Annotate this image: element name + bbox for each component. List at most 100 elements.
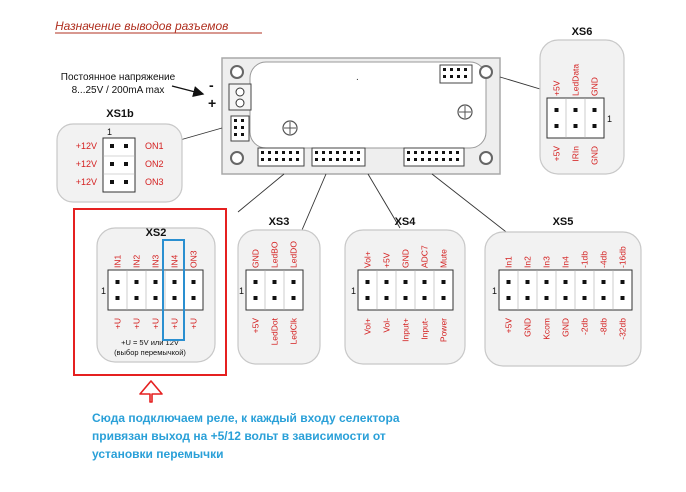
xs2-title: XS2 [146, 227, 167, 239]
xs6-bottom-label: +5V [552, 146, 562, 162]
xs5-top-label: In3 [542, 256, 552, 268]
xs5-header [498, 269, 633, 311]
xs1b-pin-one: 1 [107, 127, 112, 137]
xs5-bottom-label: -8db [599, 318, 609, 335]
xs6-pin [573, 108, 578, 112]
xs6-pin [592, 108, 597, 112]
xs5-pin [582, 296, 587, 300]
xs3-title: XS3 [269, 216, 290, 228]
xs4-pin [441, 280, 446, 284]
xs3-bottom-label: +5V [251, 318, 261, 334]
xs3-top-label: GND [251, 249, 261, 268]
xs6-top-label: +5V [552, 80, 562, 96]
xs3-header [245, 269, 304, 311]
xs1b-pin [124, 144, 128, 148]
xs3-pin [272, 296, 277, 300]
xs5-pin [544, 296, 549, 300]
xs5-pin [506, 296, 511, 300]
xs2-top-label: IN2 [132, 255, 142, 269]
xs3-top-label: LedBO [270, 241, 280, 268]
xs6-title: XS6 [572, 26, 593, 38]
xs6-pin-one: 1 [607, 114, 612, 124]
xs5-bottom-label: GND [523, 318, 533, 337]
xs1b-title: XS1b [106, 108, 134, 120]
power-label-line1: Постоянное напряжение [61, 72, 176, 83]
xs5-pin [525, 296, 530, 300]
connector-xs4: XS4Vol+Vol++5VVol-GNDInput+ADC7Input-Mut… [344, 216, 466, 365]
xs3-top-label: LedDO [289, 241, 299, 268]
xs6-top-label: GND [590, 77, 600, 96]
xs4-pin-one: 1 [351, 286, 356, 296]
board-headers [230, 64, 473, 167]
xs5-bottom-label: Kcom [542, 318, 552, 340]
xs4-top-label: Vol+ [363, 251, 373, 268]
xs4-header [357, 269, 454, 311]
in4-blue-highlight [162, 239, 185, 341]
xs3-pin-one: 1 [239, 286, 244, 296]
xs3-pin [253, 296, 258, 300]
xs2-note-line1: +U = 5V или 12V [121, 338, 179, 347]
xs3-pin [272, 280, 277, 284]
xs2-top-label: IN3 [151, 255, 161, 269]
xs1b-right-label: ON1 [145, 141, 164, 151]
xs6-header [546, 97, 605, 139]
xs4-pin [422, 280, 427, 284]
xs6-pin [592, 124, 597, 128]
main-board: . [221, 57, 501, 175]
xs1b-pin [124, 180, 128, 184]
xs1b-right-label: ON2 [145, 159, 164, 169]
xs5-pin [582, 280, 587, 284]
board-dot: . [356, 72, 359, 83]
xs4-pin [422, 296, 427, 300]
xs4-pin [384, 280, 389, 284]
xs1b-left-label: +12V [76, 159, 97, 169]
power-label-line2: 8...25V / 200mA max [72, 85, 165, 96]
xs2-red-highlight [73, 208, 227, 376]
xs6-bottom-label: GND [590, 146, 600, 165]
xs1b-pin [110, 144, 114, 148]
xs3-pin [291, 280, 296, 284]
xs4-title: XS4 [395, 216, 417, 228]
xs5-bottom-label: +5V [504, 318, 514, 334]
xs4-pin [441, 296, 446, 300]
xs5-pin [506, 280, 511, 284]
xs5-pin [601, 280, 606, 284]
xs4-top-label: Mute [439, 249, 449, 268]
xs5-top-label: In4 [561, 256, 571, 268]
xs5-pin [620, 296, 625, 300]
xs5-pin [563, 296, 568, 300]
xs2-header [107, 269, 204, 311]
xs2-bottom-label: +U [151, 318, 161, 329]
xs5-pin [620, 280, 625, 284]
xs2-pin [153, 296, 158, 300]
xs5-bottom-label: -32db [618, 318, 628, 340]
xs1b-left-label: +12V [76, 141, 97, 151]
xs3-pin [253, 280, 258, 284]
xs3-bottom-label: LedDot [270, 317, 280, 345]
xs2-pin [134, 280, 139, 284]
xs2-pin [115, 280, 120, 284]
xs5-top-label: In2 [523, 256, 533, 268]
relay-annotation-line3: установки перемычки [92, 447, 224, 461]
xs5-pin-one: 1 [492, 286, 497, 296]
xs2-bottom-label: +U [113, 318, 123, 329]
pointer-arrow-icon [171, 85, 205, 97]
xs6-pin [554, 108, 559, 112]
relay-annotation: Сюда подключаем реле, к каждый входу сел… [92, 409, 412, 463]
xs5-top-label: In1 [504, 256, 514, 268]
xs2-bottom-label: +U [170, 318, 180, 329]
xs2-pin [153, 280, 158, 284]
xs3-pin [291, 296, 296, 300]
xs1b-pin [124, 162, 128, 166]
xs4-pin [365, 296, 370, 300]
xs5-top-label: -16db [618, 246, 628, 268]
xs5-pin [563, 280, 568, 284]
xs4-pin [384, 296, 389, 300]
xs4-bottom-label: Vol- [382, 318, 392, 333]
xs4-bottom-label: Input- [420, 318, 430, 340]
